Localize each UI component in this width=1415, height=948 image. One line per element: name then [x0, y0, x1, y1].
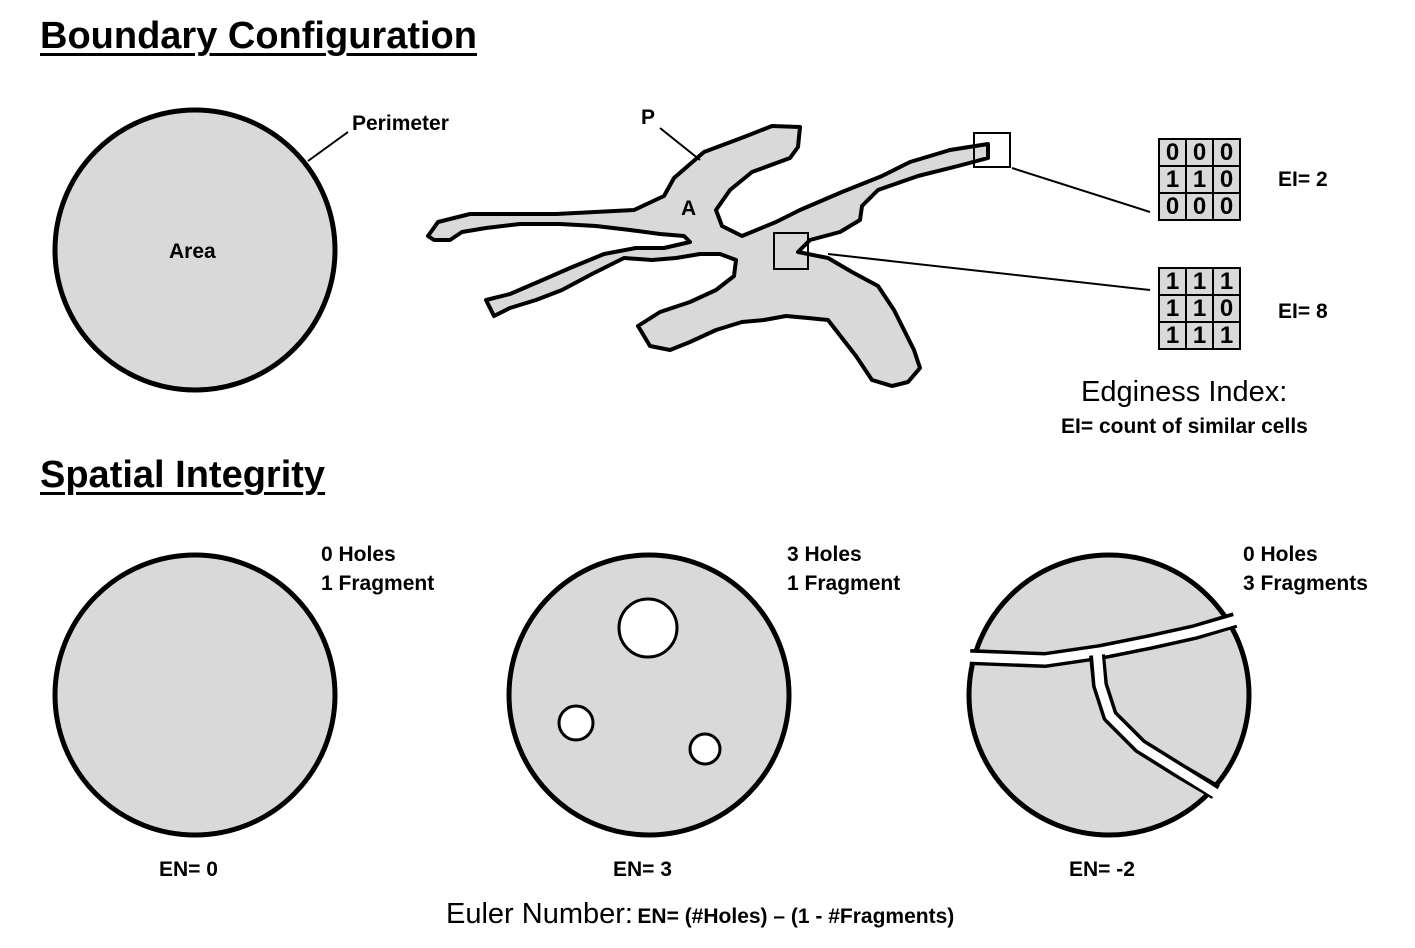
grid-cell: 0 [1212, 138, 1241, 167]
en-value-2: EN= 3 [613, 858, 672, 881]
solid-circle [52, 552, 338, 838]
p-label: P [641, 106, 656, 129]
grid-cell: 1 [1185, 321, 1214, 350]
perimeter-label: Perimeter [352, 112, 449, 135]
fragments-count: 1 Fragment [787, 572, 901, 595]
spatial-heading: Spatial Integrity [40, 454, 326, 496]
edginess-formula: EI= count of similar cells [1061, 415, 1308, 438]
euler-line: Euler Number: EN= (#Holes) – (1 - #Fragm… [446, 898, 954, 931]
grid-cell: 1 [1185, 294, 1214, 323]
fragments-count: 3 Fragments [1243, 572, 1368, 595]
boundary-heading: Boundary Configuration [40, 15, 477, 57]
cell-grid-top: 0 0 0 1 1 0 0 0 0 [1158, 138, 1241, 221]
grid-cell: 1 [1185, 267, 1214, 296]
zoom-leader-bottom [827, 253, 1151, 291]
p-leader [659, 127, 701, 161]
example-2-info: 3 Holes 1 Fragment [787, 540, 900, 598]
grid-cell: 0 [1212, 192, 1241, 221]
holes-count: 0 Holes [321, 543, 396, 566]
holed-circle [506, 552, 792, 838]
crack-horizontal-fill [965, 614, 1242, 665]
en-value-3: EN= -2 [1069, 858, 1135, 881]
crack-vertical-fill [1092, 649, 1223, 800]
hole-large [617, 597, 679, 659]
grid-cell: 0 [1212, 165, 1241, 194]
grid-cell: 1 [1212, 321, 1241, 350]
area-label: Area [169, 240, 216, 263]
holes-count: 0 Holes [1243, 543, 1318, 566]
example-3-info: 0 Holes 3 Fragments [1243, 540, 1368, 598]
hole-small-left [557, 704, 595, 742]
grid-cell: 1 [1158, 165, 1187, 194]
grid-cell: 0 [1158, 192, 1187, 221]
cell-grid-bottom: 1 1 1 1 1 0 1 1 1 [1158, 267, 1241, 350]
ei-bottom-value: EI= 8 [1278, 300, 1328, 323]
perimeter-leader [307, 131, 349, 162]
grid-cell: 1 [1158, 321, 1187, 350]
fragments-count: 1 Fragment [321, 572, 435, 595]
irregular-shape [426, 124, 990, 388]
a-label: A [681, 197, 697, 220]
zoom-box-bottom [773, 232, 809, 270]
grid-cell: 0 [1158, 138, 1187, 167]
example-1-info: 0 Holes 1 Fragment [321, 540, 434, 598]
grid-cell: 1 [1158, 294, 1187, 323]
grid-cell: 0 [1185, 138, 1214, 167]
zoom-box-top [973, 132, 1011, 168]
ei-top-value: EI= 2 [1278, 168, 1328, 191]
zoom-leader-top [1011, 167, 1151, 213]
grid-cell: 1 [1158, 267, 1187, 296]
grid-cell: 0 [1185, 192, 1214, 221]
euler-title: Euler Number: [446, 898, 633, 930]
euler-formula: EN= (#Holes) – (1 - #Fragments) [637, 905, 955, 928]
area-circle [52, 107, 338, 393]
grid-cell: 1 [1185, 165, 1214, 194]
grid-cell: 1 [1212, 267, 1241, 296]
hole-small-right [688, 732, 722, 766]
holes-count: 3 Holes [787, 543, 862, 566]
grid-cell: 0 [1212, 294, 1241, 323]
edginess-title: Edginess Index: [1081, 376, 1288, 408]
en-value-1: EN= 0 [159, 858, 218, 881]
